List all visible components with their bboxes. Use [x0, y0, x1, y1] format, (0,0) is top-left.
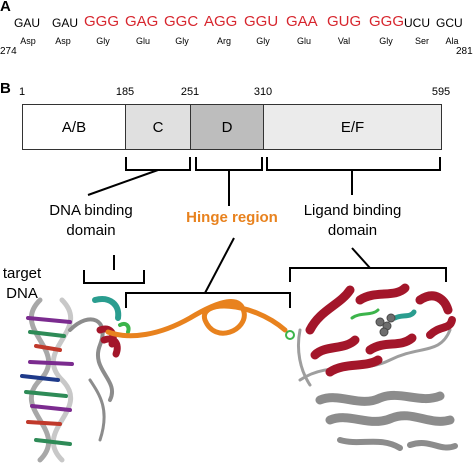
ligand-binding-structure — [296, 283, 458, 451]
position-310: 310 — [253, 86, 273, 98]
amino-acid: Gly — [256, 36, 270, 46]
target-dna-label-line1: target — [2, 265, 42, 282]
amino-acid: Gly — [175, 36, 189, 46]
amino-acid: Ser — [414, 36, 430, 46]
amino-acid: Gly — [96, 36, 110, 46]
panel-b-letter: B — [0, 80, 11, 97]
domain-ab: A/B — [22, 104, 126, 150]
dna-helix — [20, 297, 74, 463]
ligand-binding-domain-label: Ligand binding domain — [285, 201, 420, 241]
domain-c: C — [125, 104, 191, 150]
codon: GAG — [125, 13, 159, 30]
amino-acid: Gly — [379, 36, 393, 46]
ligand-molecule — [375, 313, 396, 337]
domain-ab-label: A/B — [61, 118, 87, 136]
amino-acid: Glu — [135, 36, 151, 46]
panel-a-letter: A — [0, 0, 11, 15]
codon: GAU — [52, 16, 79, 30]
ligand-binding-label-line2: domain — [327, 222, 378, 239]
hinge-tube — [105, 299, 288, 339]
amino-acid: Val — [337, 36, 351, 46]
dna-binding-label-line2: domain — [66, 222, 116, 239]
codon: UCU — [404, 16, 430, 30]
hinge-region-label: Hinge region — [186, 209, 278, 226]
codon: GUG — [327, 13, 362, 30]
ligand-binding-label-line1: Ligand binding — [303, 202, 402, 219]
dna-binding-bracket — [125, 157, 191, 171]
codon: GGG — [84, 13, 120, 30]
target-dna-label: target DNA — [0, 264, 52, 304]
domain-c-label: C — [152, 118, 164, 136]
hinge-structure-bracket — [125, 292, 291, 308]
amino-acid: Glu — [296, 36, 312, 46]
lbd-structure-connector — [351, 247, 371, 269]
codon: AGG — [204, 13, 238, 30]
position-1: 1 — [18, 86, 26, 98]
position-185: 185 — [115, 86, 135, 98]
position-595: 595 — [431, 86, 451, 98]
lbd-structure-bracket — [289, 267, 447, 282]
target-dna-bracket — [83, 270, 145, 284]
dna-binding-label-line1: DNA binding — [49, 202, 133, 219]
codon: GGG — [369, 13, 405, 30]
amino-acid: Ala — [445, 36, 459, 46]
ligand-binding-bracket — [266, 157, 441, 171]
target-dna-label-line2: DNA — [6, 285, 38, 302]
amino-acid: Asp — [55, 36, 71, 46]
domain-ef-label: E/F — [340, 118, 365, 136]
hinge-structure-connector — [204, 237, 235, 294]
dna-binding-connector — [87, 169, 159, 196]
amino-acid: Asp — [20, 36, 36, 46]
codon: GAU — [14, 16, 41, 30]
sequence-end-number: 281 — [456, 46, 473, 57]
amino-acid: Arg — [216, 36, 232, 46]
codon: GCU — [436, 16, 463, 30]
domain-d-label: D — [221, 118, 233, 136]
dna-binding-structure — [68, 296, 131, 442]
domain-ef: E/F — [263, 104, 442, 150]
codon: GGU — [244, 13, 279, 30]
sequence-start-number: 274 — [0, 46, 17, 57]
dna-binding-domain-label: DNA binding domain — [36, 201, 146, 241]
domain-d: D — [190, 104, 264, 150]
codon: GAA — [286, 13, 318, 30]
position-251: 251 — [180, 86, 200, 98]
hinge-bracket — [195, 157, 263, 171]
codon: GGC — [164, 13, 199, 30]
